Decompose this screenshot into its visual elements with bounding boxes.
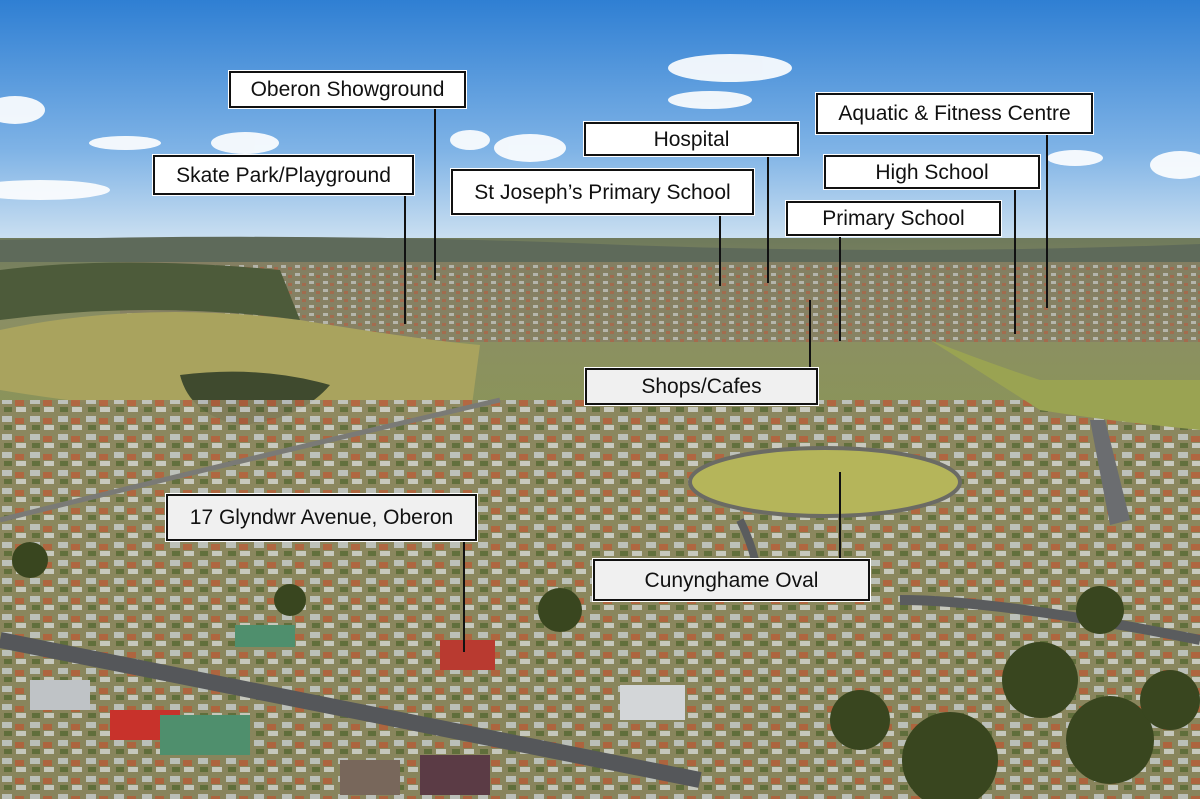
pin-high-school <box>1014 188 1016 334</box>
pin-oberon-showground <box>434 108 436 280</box>
label-skate-park: Skate Park/Playground <box>153 155 414 195</box>
label-st-josephs-primary-school: St Joseph’s Primary School <box>451 169 754 215</box>
label-cunynghame-oval: Cunynghame Oval <box>593 559 870 601</box>
pin-skate-park <box>404 194 406 324</box>
label-high-school: High School <box>824 155 1040 189</box>
pin-st-josephs <box>719 214 721 286</box>
pin-shops-cafes <box>809 300 811 370</box>
pin-property <box>463 540 465 652</box>
label-oberon-showground: Oberon Showground <box>229 71 466 108</box>
pin-aquatic-fitness <box>1046 134 1048 308</box>
label-shops-cafes: Shops/Cafes <box>585 368 818 405</box>
label-aquatic-fitness-centre: Aquatic & Fitness Centre <box>816 93 1093 134</box>
pin-hospital <box>767 155 769 283</box>
label-hospital: Hospital <box>584 122 799 156</box>
label-primary-school: Primary School <box>786 201 1001 236</box>
pin-primary-school <box>839 235 841 341</box>
label-property-address: 17 Glyndwr Avenue, Oberon <box>166 494 477 541</box>
pin-cunynghame-oval <box>839 472 841 562</box>
